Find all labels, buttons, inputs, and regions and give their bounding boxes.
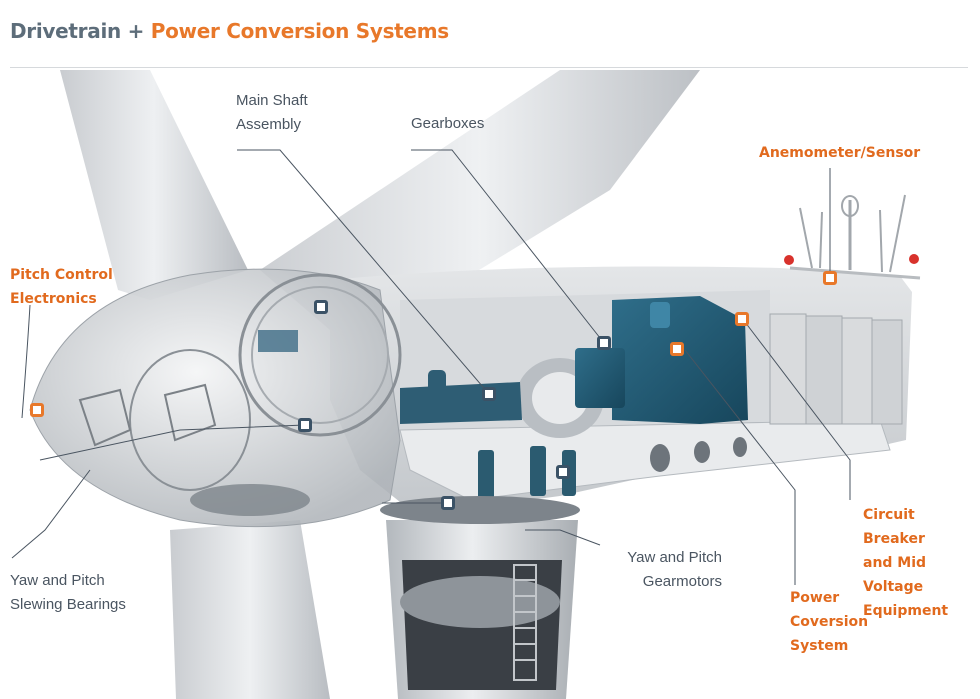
pitch-bearing-bottom (190, 484, 310, 516)
nacelle-bedplate (399, 419, 891, 501)
callout-marker-circuit-breaker (735, 312, 749, 326)
blade-upper-right (260, 70, 700, 330)
anemometer-cup (841, 195, 859, 217)
callout-marker-yaw-gearmotor (441, 496, 455, 510)
generator (612, 296, 748, 424)
leader-lines (11, 149, 851, 585)
pitch-bearing-top (238, 273, 402, 437)
cabinet-3 (841, 317, 873, 425)
pitch-bearing-front (129, 349, 251, 491)
label-circuit-breaker: Circuit Breaker and Mid Voltage Equipmen… (863, 507, 949, 619)
callout-marker-anemometer (823, 271, 837, 285)
label-main-shaft-assembly: Main Shaft Assembly (236, 92, 308, 133)
aviation-light-right (909, 254, 919, 264)
callout-marker-slewing-bearing (298, 418, 312, 432)
blade-lower (170, 520, 330, 699)
cabinet-4 (871, 319, 903, 425)
label-power-conversion-system: Power Coversion System (790, 590, 869, 654)
gearmotor-1 (478, 450, 494, 500)
label-yaw-pitch-slewing-bearings: Yaw and Pitch Slewing Bearings (10, 572, 126, 613)
callout-marker-gearbox (597, 336, 611, 350)
title-divider (10, 67, 968, 68)
tower-platform (400, 576, 560, 628)
callout-marker-main-shaft (482, 387, 496, 401)
aviation-light-left (784, 255, 794, 265)
label-pitch-control-electronics: Pitch Control Electronics (10, 267, 113, 307)
callout-marker-hub (314, 300, 328, 314)
label-yaw-pitch-gearmotors: Yaw and Pitch Gearmotors (627, 549, 722, 590)
page-title: Drivetrain + Power Conversion Systems (10, 19, 449, 43)
title-part-drivetrain: Drivetrain + (10, 19, 145, 43)
callout-marker-power-conversion (670, 342, 684, 356)
tower-ladder (513, 564, 537, 681)
hub-spinner (29, 268, 401, 528)
cabinet-2 (805, 315, 843, 425)
callout-marker-pitch-gearmotor (556, 465, 570, 479)
title-part-power-conversion: Power Conversion Systems (150, 19, 449, 43)
callout-marker-pitch-control (30, 403, 44, 417)
gearmotor-2 (530, 446, 546, 496)
label-anemometer-sensor: Anemometer/Sensor (759, 145, 921, 161)
sensor-rail (789, 266, 921, 280)
blade-upper-left (60, 70, 248, 300)
label-gearboxes: Gearboxes (411, 115, 485, 132)
main-shaft (400, 382, 522, 424)
cabinet-1 (769, 313, 807, 425)
yaw-ring (380, 496, 580, 524)
